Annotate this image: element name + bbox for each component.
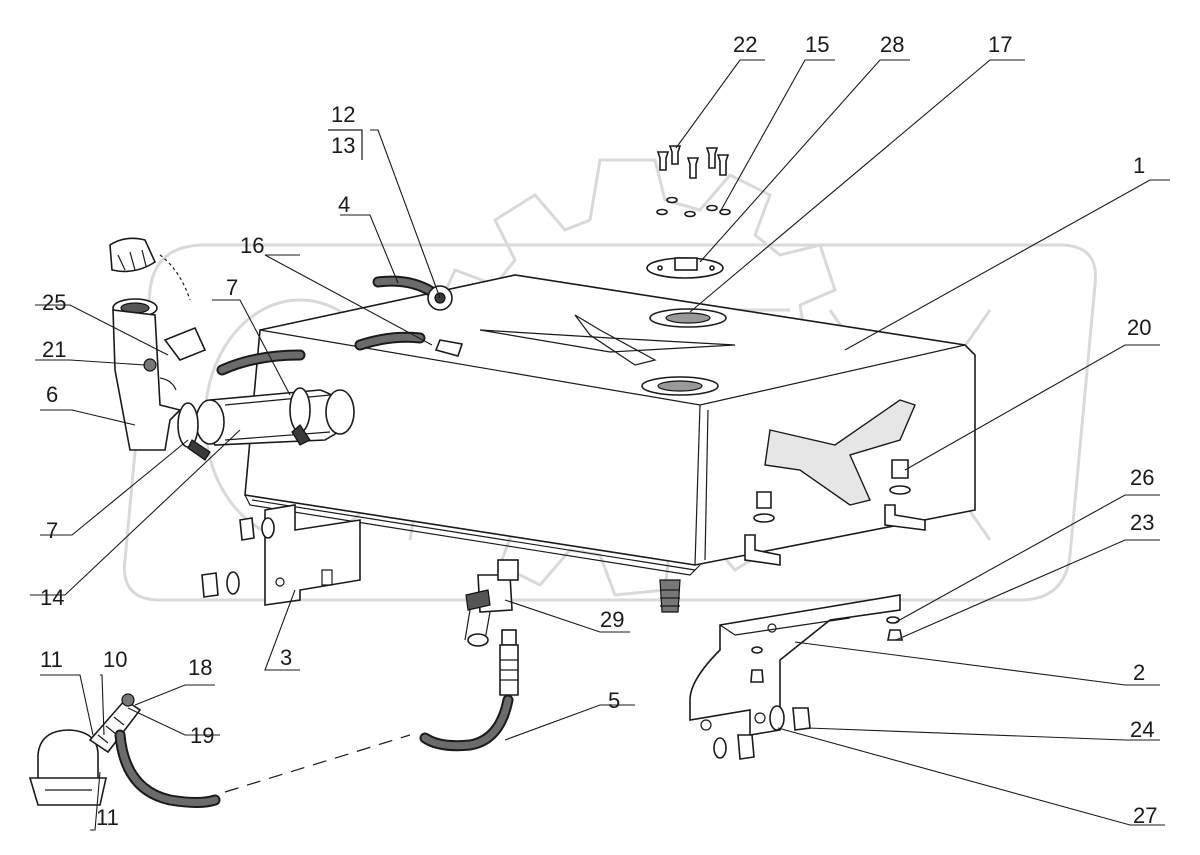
label-18: 18 — [188, 655, 212, 680]
label-19: 19 — [190, 723, 214, 748]
hose-end-assembly — [28, 693, 411, 808]
breather-hoses — [216, 275, 464, 376]
label-2: 2 — [1133, 660, 1145, 685]
label-27: 27 — [1133, 803, 1157, 828]
label-3: 3 — [280, 645, 292, 670]
fuel-tank — [244, 274, 976, 613]
label-24: 24 — [1130, 717, 1154, 742]
filler-neck — [109, 237, 355, 461]
label-23: 23 — [1130, 510, 1154, 535]
bracket-left — [201, 504, 361, 606]
sender-unit — [646, 257, 724, 279]
drain-valve — [419, 559, 519, 752]
label-11-bottom: 11 — [96, 805, 119, 830]
label-12: 12 — [331, 102, 355, 127]
label-14: 14 — [40, 585, 64, 610]
label-25: 25 — [42, 290, 66, 315]
side-bolts — [753, 459, 911, 523]
label-28: 28 — [880, 32, 904, 57]
label-17: 17 — [988, 32, 1012, 57]
leader-lines — [30, 59, 1170, 831]
screws — [656, 145, 731, 218]
label-26: 26 — [1130, 465, 1154, 490]
part-labels: 1 2 3 4 5 6 7 7 10 11 11 12 13 14 15 16 … — [40, 32, 1157, 830]
label-10: 10 — [103, 647, 127, 672]
label-12-13-divider — [328, 129, 363, 160]
label-20: 20 — [1127, 315, 1151, 340]
label-1: 1 — [1133, 153, 1145, 178]
label-7-top: 7 — [226, 275, 238, 300]
label-4: 4 — [338, 192, 350, 217]
label-11-top: 11 — [40, 647, 63, 672]
label-22: 22 — [733, 32, 757, 57]
label-16: 16 — [240, 233, 264, 258]
label-15: 15 — [805, 32, 829, 57]
label-13: 13 — [331, 133, 355, 158]
label-5: 5 — [608, 688, 620, 713]
label-29: 29 — [600, 607, 624, 632]
label-6: 6 — [46, 382, 58, 407]
label-7-bottom: 7 — [46, 518, 58, 543]
bracket-right — [689, 594, 903, 760]
label-21: 21 — [42, 337, 66, 362]
